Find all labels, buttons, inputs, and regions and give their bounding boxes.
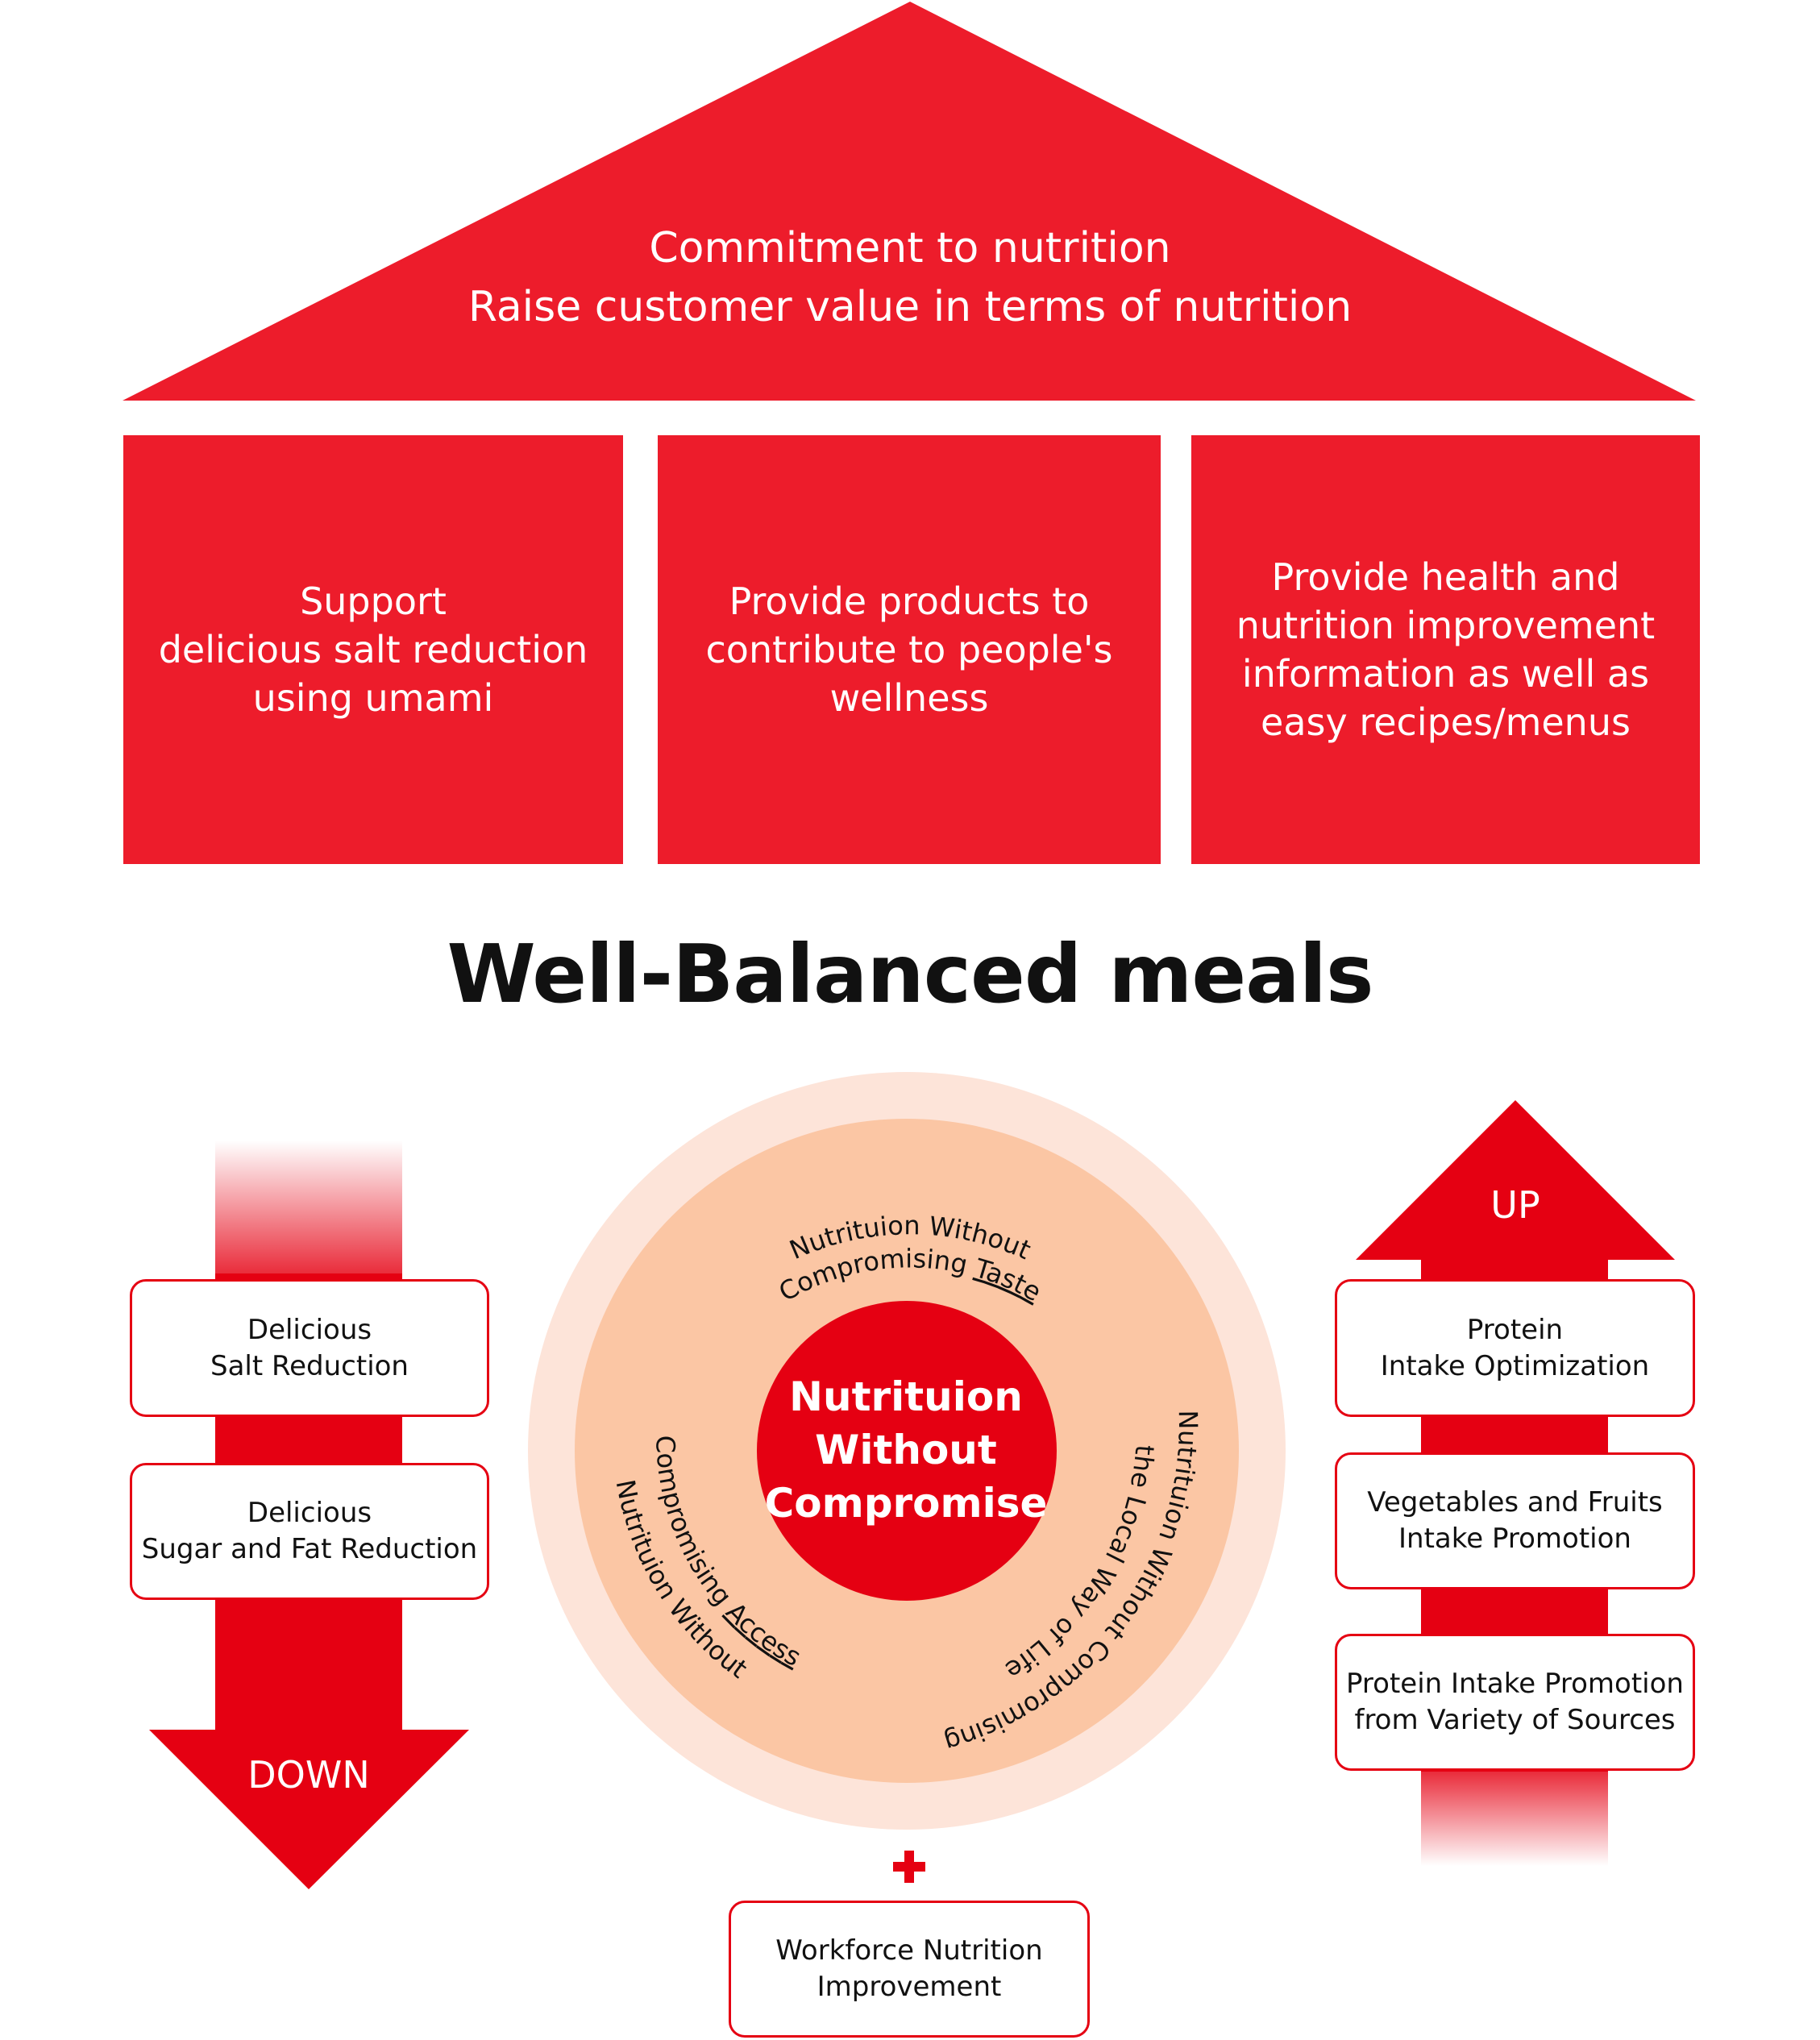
pillar-label: Provide products to contribute to people… — [705, 580, 1113, 720]
box-label: Vegetables and Fruits Intake Promotion — [1367, 1486, 1663, 1555]
sugar-fat-reduction-box: Delicious Sugar and Fat Reduction — [130, 1463, 489, 1600]
box-label: Delicious Salt Reduction — [210, 1313, 409, 1382]
down-arrow-label: DOWN — [247, 1753, 370, 1797]
center-circle — [757, 1301, 1057, 1601]
pillar-label: Support delicious salt reduction using u… — [158, 580, 588, 720]
salt-reduction-box: Delicious Salt Reduction — [130, 1279, 489, 1417]
box-label: Delicious Sugar and Fat Reduction — [141, 1497, 478, 1565]
page-title: Well-Balanced meals — [447, 927, 1373, 1021]
roof-text: Commitment to nutrition Raise customer v… — [242, 219, 1578, 337]
pillar-health-information: Provide health and nutrition improvement… — [1191, 435, 1700, 864]
roof-subtitle: Raise customer value in terms of nutriti… — [467, 283, 1353, 331]
vegetables-fruits-box: Vegetables and Fruits Intake Promotion — [1335, 1452, 1695, 1589]
pillar-salt-reduction: Support delicious salt reduction using u… — [123, 435, 623, 864]
plus-icon — [893, 1851, 925, 1883]
up-arrow-head — [1356, 1100, 1675, 1260]
protein-optimization-box: Protein Intake Optimization — [1335, 1279, 1695, 1417]
center-label: Nutrituion Without Compromise — [764, 1373, 1048, 1527]
box-label: Protein Intake Optimization — [1380, 1313, 1650, 1382]
roof-title: Commitment to nutrition — [649, 224, 1171, 272]
down-arrow-head — [149, 1730, 469, 1889]
pillar-wellness-products: Provide products to contribute to people… — [658, 435, 1161, 864]
box-label: Protein Intake Promotion from Variety of… — [1346, 1668, 1684, 1736]
box-label: Workforce Nutrition Improvement — [775, 1934, 1043, 2003]
workforce-nutrition-box: Workforce Nutrition Improvement — [729, 1901, 1090, 2038]
pillar-label: Provide health and nutrition improvement… — [1236, 555, 1656, 744]
up-arrow-fade — [1421, 1769, 1608, 1866]
up-arrow-label: UP — [1490, 1183, 1540, 1227]
protein-sources-box: Protein Intake Promotion from Variety of… — [1335, 1634, 1695, 1771]
down-arrow-fade — [215, 1140, 402, 1278]
